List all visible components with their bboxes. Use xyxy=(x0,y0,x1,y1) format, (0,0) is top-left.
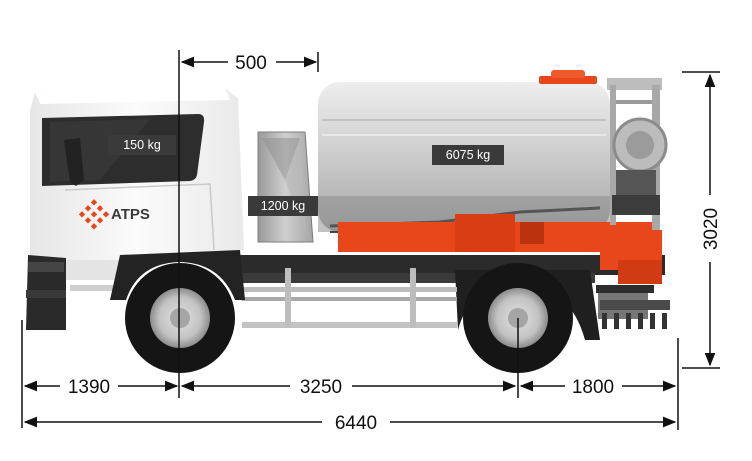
weight-label-cab: 150 kg xyxy=(108,135,176,155)
weight-hopper-text: 1200 kg xyxy=(261,199,306,213)
chassis-lower xyxy=(240,273,595,283)
diamond-dots-icon xyxy=(78,199,110,230)
front-wheel xyxy=(125,263,235,373)
dim-hopper-offset-label: 500 xyxy=(235,53,267,74)
spray-bar xyxy=(596,285,670,329)
rear-equipment xyxy=(607,78,668,230)
dim-total-height-label: 3020 xyxy=(701,208,722,250)
hopper xyxy=(257,131,314,243)
atps-logo: ATPS xyxy=(78,199,150,230)
logo-text: ATPS xyxy=(111,206,150,223)
weight-label-tank: 6075 kg xyxy=(432,145,504,165)
weight-tank-text: 6075 kg xyxy=(446,148,491,162)
dim-front-overhang-label: 1390 xyxy=(68,377,110,398)
truck-illustration: ATPS xyxy=(26,70,670,373)
red-subframe xyxy=(338,214,662,284)
dimension-lines xyxy=(21,50,720,430)
weight-cab-text: 150 kg xyxy=(123,138,161,152)
cab xyxy=(26,88,245,330)
tank-manhole xyxy=(539,70,597,84)
side-mirror xyxy=(64,138,84,186)
side-guard-rails xyxy=(242,268,457,328)
dim-rear-overhang-label: 1800 xyxy=(572,377,614,398)
dim-total-length-label: 6440 xyxy=(335,413,377,434)
dim-wheelbase-label: 3250 xyxy=(300,377,342,398)
weight-label-hopper: 1200 kg xyxy=(248,196,318,216)
